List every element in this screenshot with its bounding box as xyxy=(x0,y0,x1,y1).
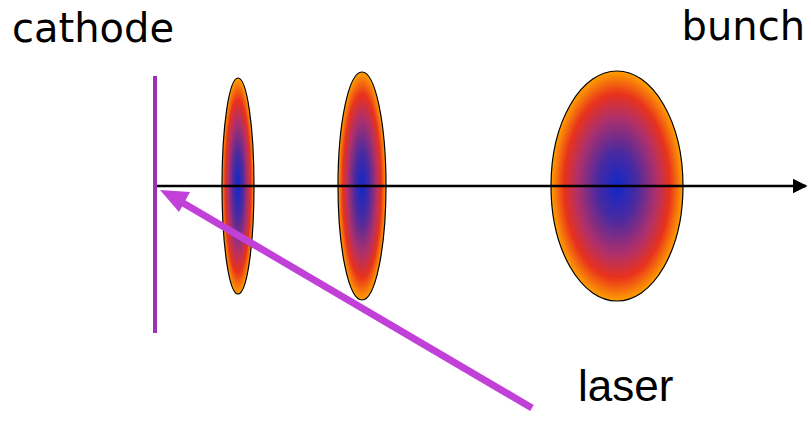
beam-axis xyxy=(157,185,806,188)
part-label: bunch xyxy=(682,4,805,48)
cathode-plate xyxy=(153,76,157,333)
laser-beam xyxy=(178,200,532,408)
part-label: cathode xyxy=(12,6,174,50)
part-label: laser xyxy=(578,362,673,410)
laser-arrowhead xyxy=(160,190,190,212)
